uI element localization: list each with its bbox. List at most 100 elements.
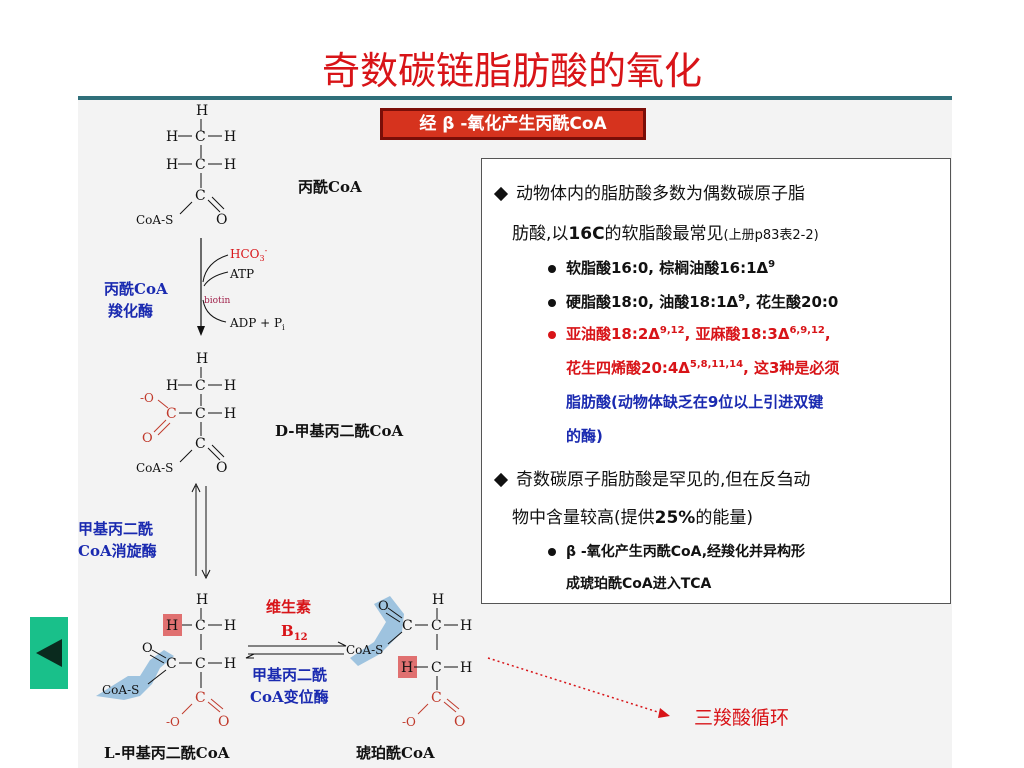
info-point-2-cont: 物中含量较高(提供25%的能量) xyxy=(512,508,753,528)
atom-label: O xyxy=(216,460,227,476)
enzyme-racemase-line2: CoA消旋酶 xyxy=(78,542,157,560)
atom-label: CoA-S xyxy=(136,213,173,227)
highlight-coa-l xyxy=(96,650,174,700)
atom-label: H xyxy=(224,378,236,394)
info-bullet-3: 亚油酸18:2Δ9,12, 亚麻酸18:3Δ6,9,12, xyxy=(548,323,831,344)
atom-label: H xyxy=(224,618,236,634)
info-bullet-3-note-cont: 的酶) xyxy=(566,427,603,445)
biotin-label: biotin xyxy=(204,296,231,306)
atom-label: O xyxy=(142,641,153,656)
info-bullet-3-note: 脂肪酸(动物体缺乏在9位以上引进双键 xyxy=(566,393,824,411)
info-bullet-2: 硬脂酸18:0, 油酸18:1Δ9, 花生酸20:0 xyxy=(548,291,838,312)
propionyl-coa-label: 丙酰CoA xyxy=(298,178,362,196)
enzyme-mutase-line1: 甲基丙二酰 xyxy=(252,666,327,684)
propionyl-coa-structure: H H C H H C H C CoA-S O xyxy=(136,103,236,228)
atom-label: 12 xyxy=(294,632,308,643)
tca-cycle-label: 三羧酸循环 xyxy=(694,707,789,729)
atom-label: C xyxy=(195,656,206,672)
left-triangle-icon xyxy=(36,639,62,667)
atom-label: - xyxy=(265,246,268,255)
succinyl-coa-structure: H C C H O CoA-S H C H C -O O xyxy=(346,592,472,730)
highlight-h-s xyxy=(398,656,417,678)
atom-label: H xyxy=(166,129,178,145)
highlight-h-l xyxy=(163,614,182,636)
atom-label: O xyxy=(378,599,389,614)
atom-label: CoA-S xyxy=(136,461,173,475)
previous-slide-button[interactable] xyxy=(30,617,68,689)
racemase-step xyxy=(191,482,211,580)
dot-bullet-icon xyxy=(548,298,556,307)
atom-label: CoA-S xyxy=(102,683,139,697)
atom-label: H xyxy=(460,618,472,634)
atom-label: H xyxy=(224,157,236,173)
adp-label: ADP + Pi xyxy=(229,316,285,332)
atom-label: -O xyxy=(140,391,154,405)
atom-label: 3 xyxy=(259,254,264,263)
vitamin-label: 维生素 xyxy=(266,598,311,616)
atom-label: C xyxy=(402,618,413,634)
info-bullet-1: 软脂酸16:0, 棕榈油酸16:1Δ9 xyxy=(548,257,775,278)
dot-bullet-icon xyxy=(548,264,556,273)
atom-label: O xyxy=(218,714,229,730)
atom-label: C xyxy=(431,618,442,634)
info-point-1: 动物体内的脂肪酸多数为偶数碳原子脂 xyxy=(493,179,805,204)
atom-label: C xyxy=(431,660,442,676)
page-title: 奇数碳链脂肪酸的氧化 xyxy=(321,49,702,93)
atom-label: H xyxy=(224,406,236,422)
enzyme-carboxylase-line2: 羧化酶 xyxy=(108,302,153,320)
atom-label: H xyxy=(196,351,208,367)
title-rule xyxy=(78,96,952,100)
info-box: 动物体内的脂肪酸多数为偶数碳原子脂 肪酸,以16C的软脂酸最常见(上册p83表2… xyxy=(481,158,951,604)
atom-label: C xyxy=(195,618,206,634)
atom-label: H xyxy=(432,592,444,608)
atom-label: HCO xyxy=(230,247,260,261)
atom-label: C xyxy=(195,378,206,394)
l-methylmalonyl-label: L-甲基丙二酰CoA xyxy=(104,744,230,762)
d-methylmalonyl-label: D-甲基丙二酰CoA xyxy=(275,422,403,440)
atom-label: H xyxy=(401,660,413,676)
succinyl-coa-label: 琥珀酰CoA xyxy=(356,744,435,762)
atom-label: H xyxy=(224,656,236,672)
atom-label: H xyxy=(166,157,178,173)
atom-label: C xyxy=(431,690,442,706)
atom-label: B xyxy=(281,622,294,640)
enzyme-mutase-line2: CoA变位酶 xyxy=(250,688,329,706)
atom-label: -O xyxy=(166,715,180,729)
tca-arrow xyxy=(487,657,670,718)
diamond-bullet-icon xyxy=(493,186,509,202)
dot-bullet-icon xyxy=(548,330,556,339)
highlight-coa-s xyxy=(350,596,404,666)
info-bullet-4: β -氧化产生丙酰CoA,经羧化并异构形 xyxy=(548,541,805,561)
beta-oxidation-banner: 经 β -氧化产生丙酰CoA xyxy=(380,108,646,140)
atom-label: C xyxy=(195,157,206,173)
atom-label: H xyxy=(460,660,472,676)
diamond-bullet-icon xyxy=(493,472,509,488)
carboxylation-step: HCO3- ATP biotin ADP + Pi xyxy=(197,238,285,336)
enzyme-racemase-line1: 甲基丙二酰 xyxy=(78,520,153,538)
atom-label: C xyxy=(166,656,177,672)
atom-label: C xyxy=(195,188,206,204)
info-bullet-3-cont: 花生四烯酸20:4Δ5,8,11,14, 这3种是必须 xyxy=(566,359,840,377)
atom-label: C xyxy=(195,690,206,706)
l-methylmalonyl-coa-structure: H H C H C C H O CoA-S C -O O xyxy=(96,592,236,730)
atom-label: H xyxy=(166,378,178,394)
atom-label: O xyxy=(454,714,465,730)
info-bullet-4-cont: 成琥珀酰CoA进入TCA xyxy=(566,576,712,592)
d-methylmalonyl-coa-structure: H H C H C C H -O O C CoA-S O xyxy=(136,351,236,476)
atom-label: CoA-S xyxy=(346,643,383,657)
atom-label: O xyxy=(142,431,153,446)
atom-label: H xyxy=(224,129,236,145)
atom-label: i xyxy=(282,323,285,332)
info-point-2: 奇数碳原子脂肪酸是罕见的,但在反刍动 xyxy=(493,465,810,490)
atom-label: C xyxy=(166,406,177,422)
info-point-1-cont: 肪酸,以16C的软脂酸最常见(上册p83表2-2) xyxy=(512,224,819,244)
atom-label: O xyxy=(216,212,227,228)
atom-label: C xyxy=(195,436,206,452)
atom-label: H xyxy=(196,592,208,608)
dot-bullet-icon xyxy=(548,548,556,556)
atom-label: H xyxy=(166,618,178,634)
mutase-step xyxy=(245,641,347,659)
vitamin-b12-label: B12 xyxy=(281,622,308,643)
atom-label: -O xyxy=(402,715,416,729)
